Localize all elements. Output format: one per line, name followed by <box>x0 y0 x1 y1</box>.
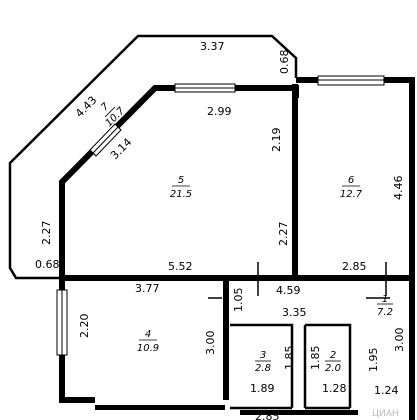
dim-3-00-right: 3.00 <box>393 328 406 353</box>
dim-1-95: 1.95 <box>367 348 380 373</box>
bottom-wall-segments <box>95 405 358 415</box>
watermark: ЦИАН <box>372 409 399 419</box>
dim-0-68-top: 0.68 <box>278 50 291 75</box>
dim-1-89: 1.89 <box>250 382 275 395</box>
dim-3-77: 3.77 <box>135 282 160 295</box>
balcony-outer-wall <box>8 34 298 280</box>
dim-2-27-left: 2.27 <box>40 221 53 246</box>
room-7-label: 7 10.7 <box>99 101 127 129</box>
window-4-left <box>56 289 68 356</box>
svg-text:2: 2 <box>330 350 336 361</box>
dim-2-27-mid: 2.27 <box>277 222 290 247</box>
dim-2-85-bottom: 2.85 <box>255 410 280 420</box>
dim-5-52: 5.52 <box>168 260 193 273</box>
bathroom-walls <box>230 323 352 410</box>
svg-text:2.8: 2.8 <box>255 363 271 374</box>
svg-text:4: 4 <box>145 329 151 340</box>
svg-text:5: 5 <box>178 175 184 186</box>
room-3-label: 3 2.8 <box>255 350 271 374</box>
svg-text:7.2: 7.2 <box>377 307 393 318</box>
window-6-top <box>317 75 385 86</box>
dim-1-24: 1.24 <box>374 384 399 397</box>
room-6-label: 6 12.7 <box>340 175 363 200</box>
room-5-label: 5 21.5 <box>170 175 192 200</box>
dim-0-68-left: 0.68 <box>35 258 60 271</box>
room-4-label: 4 10.9 <box>137 329 159 354</box>
dim-3-37: 3.37 <box>200 40 225 53</box>
dim-1-05: 1.05 <box>232 288 245 313</box>
dim-2-85-right: 2.85 <box>342 260 367 273</box>
svg-text:12.7: 12.7 <box>340 189 363 200</box>
svg-text:3: 3 <box>260 350 266 361</box>
dim-2-19: 2.19 <box>270 128 283 153</box>
svg-text:1: 1 <box>382 294 388 305</box>
dim-2-20: 2.20 <box>78 314 91 339</box>
dim-1-28: 1.28 <box>322 382 347 395</box>
dim-4-59: 4.59 <box>276 284 301 297</box>
dim-4-46: 4.46 <box>392 176 405 201</box>
window-5-diagonal <box>89 123 122 157</box>
svg-text:10.9: 10.9 <box>137 343 159 354</box>
window-5-top <box>174 83 236 93</box>
svg-text:6: 6 <box>348 175 354 186</box>
svg-text:2.0: 2.0 <box>325 363 341 374</box>
room-1-label: 1 7.2 <box>377 294 393 318</box>
dim-3-35: 3.35 <box>282 306 307 319</box>
dim-1-85-a: 1.85 <box>283 346 296 371</box>
room-2-label: 2 2.0 <box>325 350 341 374</box>
dim-3-00-left: 3.00 <box>204 331 217 356</box>
dim-1-85-b: 1.85 <box>309 346 322 371</box>
dim-2-99: 2.99 <box>207 105 232 118</box>
svg-text:21.5: 21.5 <box>170 189 192 200</box>
